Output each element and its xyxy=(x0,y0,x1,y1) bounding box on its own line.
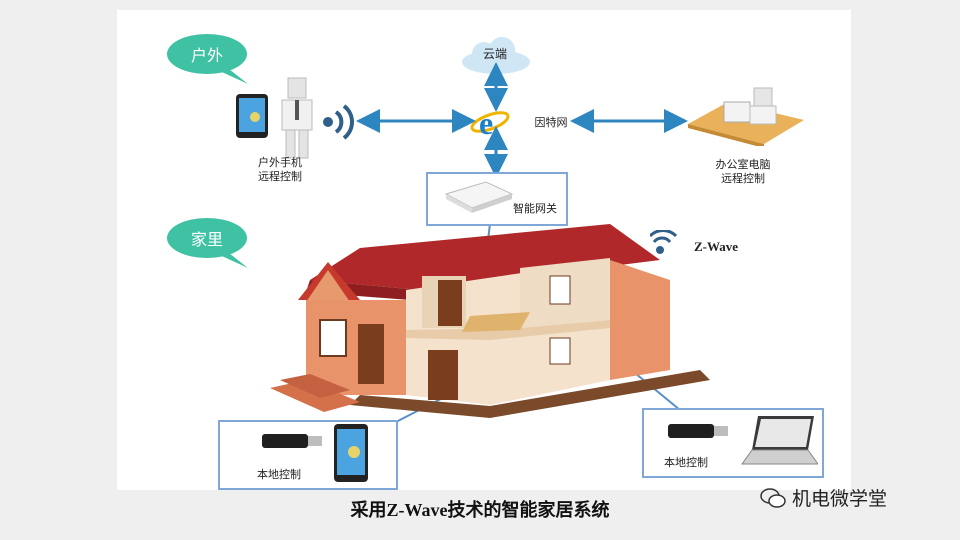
outdoor-label: 户外 xyxy=(190,46,223,65)
phone-icon xyxy=(236,94,268,138)
cloud-label: 云端 xyxy=(482,47,507,61)
wireless-signal-icon xyxy=(323,104,354,140)
usb-stick-icon xyxy=(668,424,728,438)
usb-stick-icon xyxy=(262,434,322,448)
office-pc-line1: 办公室电脑 xyxy=(715,158,771,171)
gateway-box: 智能网关 xyxy=(426,172,568,226)
outdoor-phone-label: 户外手机 远程控制 xyxy=(245,156,315,184)
local-control-right-label: 本地控制 xyxy=(664,456,708,469)
local-control-left-label: 本地控制 xyxy=(257,468,301,481)
zwave-label: Z-Wave xyxy=(694,239,739,254)
zwave-signal-icon xyxy=(650,230,678,254)
office-pc-line2: 远程控制 xyxy=(721,172,765,185)
watermark: 机电微学堂 xyxy=(760,484,887,511)
office-pc-label: 办公室电脑 远程控制 xyxy=(703,158,783,186)
wechat-icon xyxy=(760,487,786,508)
outdoor-bubble-tail xyxy=(200,62,248,84)
laptop-icon xyxy=(741,416,818,465)
gateway-label: 智能网关 xyxy=(513,202,557,215)
person-icon xyxy=(281,77,313,159)
local-control-left-box: 本地控制 xyxy=(218,420,398,490)
home-bubble-tail xyxy=(200,246,248,268)
office-desk-icon xyxy=(688,87,804,146)
watermark-text: 机电微学堂 xyxy=(792,488,888,510)
local-control-right-box: 本地控制 xyxy=(642,408,824,478)
house-illustration xyxy=(270,224,710,418)
figure-caption: 采用Z-Wave技术的智能家居系统 xyxy=(350,500,610,520)
outdoor-bubble: 户外 xyxy=(167,34,247,74)
home-bubble: 家里 xyxy=(167,218,247,258)
gateway-device-icon xyxy=(444,181,514,213)
smartphone-icon xyxy=(334,424,368,482)
internet-label: 因特网 xyxy=(534,116,568,129)
outdoor-phone-line2: 远程控制 xyxy=(258,170,302,183)
outdoor-phone-line1: 户外手机 xyxy=(258,156,302,169)
home-label: 家里 xyxy=(190,230,223,249)
